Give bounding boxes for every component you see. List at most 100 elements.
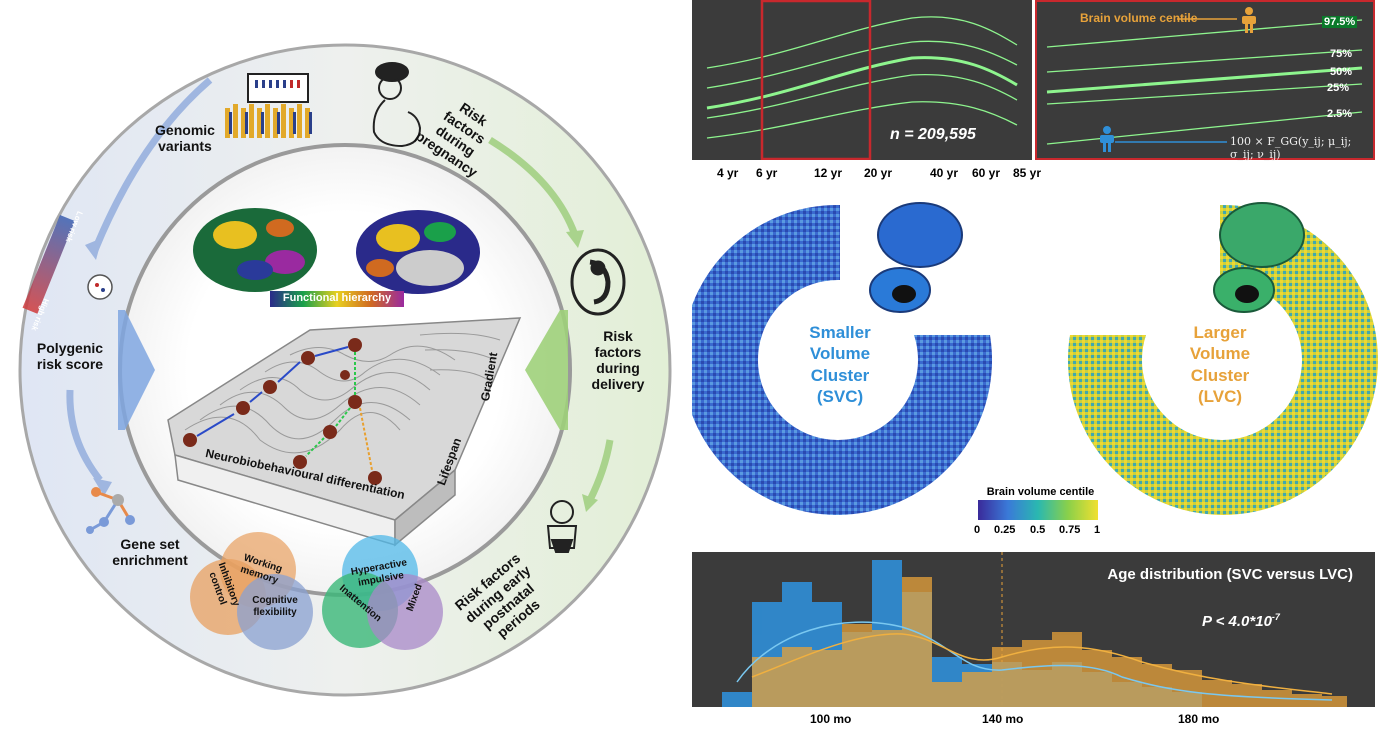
growth-curve-75 [706,40,1018,89]
centile-2: 2.5% [1327,108,1353,120]
p-value-exponent: -7 [1271,612,1280,622]
label-functional-hierarchy: Functional hierarchy [282,292,392,304]
venn-cognitive [190,532,313,650]
svc-brain-medial-core [892,285,916,303]
lvc-bar-17 [1232,684,1262,707]
lvc-bar-4 [842,624,872,707]
lvc-label-line2: Volume [1189,344,1251,364]
colorbar-ticks: 0 0.25 0.5 0.75 1 [972,524,1112,540]
lvc-bar-1 [752,657,782,707]
age-histogram-svg [722,552,1347,707]
lvc-bar-9 [992,647,1022,707]
prs-dot-icon [87,274,113,300]
growth-curve-97 [706,16,1018,69]
lvc-label-line4: (LVC) [1197,386,1243,406]
heatmaps-svg [682,202,1378,520]
arrow-head-4 [582,494,598,512]
colorbar-tick-075: 0.75 [1059,524,1081,536]
svc-label: Smaller Volume Cluster (SVC) [792,322,888,407]
arrow-head-2 [93,478,112,496]
risk-gradient-bar [22,215,75,314]
label-gene-set-enrichment: Gene set enrichment [112,536,188,569]
growth-axis-ticks: 4 yr 6 yr 12 yr 20 yr 40 yr 60 yr 85 yr [692,162,1042,182]
growth-chart-panel: n = 209,595 [692,0,1032,161]
person-blue-icon [1100,126,1114,152]
right-chevron [525,310,568,430]
left-diagram-svg [18,43,672,697]
tick-40yr: 40 yr [930,166,959,180]
age-distribution-title: Age distribution (SVC versus LVC) [1107,566,1353,583]
arrow-head-1 [85,238,102,260]
epigenetic-landscape [167,317,522,547]
lvc-brain-lateral [1219,202,1305,268]
colorbar-title: Brain volume centile [986,486,1095,498]
svc-bar-1 [722,692,752,707]
arrow-delivery-to-postnatal [586,439,614,502]
centile-line-2 [1046,111,1363,145]
svc-brain-lateral [877,202,963,268]
genomic-variants-icon [225,73,312,138]
growth-curve-2 [706,101,1018,139]
lvc-bar-7 [932,682,962,707]
person-orange-icon [1242,7,1256,33]
svc-label-line3: Cluster [810,365,870,385]
tick-20yr: 20 yr [864,166,893,180]
svc-density-curve [736,621,1333,701]
age-axis-ticks: 100 mo 140 mo 180 mo [692,710,1375,728]
left-chevron [118,310,155,430]
centile-50: 50% [1330,66,1353,78]
gene-network-icon [86,487,135,534]
baby-icon [546,500,578,553]
colorbar [978,500,1098,520]
centile-75: 75% [1330,48,1353,60]
p-value: P < 4.0*10-7 [1202,612,1280,630]
svc-heatmap-ring [682,204,993,515]
lvc-bar-6 [902,577,932,707]
colorbar-tick-0: 0 [974,524,981,536]
tick-12yr: 12 yr [814,166,843,180]
arrow-head-3 [566,230,584,248]
colorbar-tick-025: 0.25 [994,524,1016,536]
arrow-preg-to-delivery [488,137,579,237]
centile-25: 25% [1327,82,1350,94]
pregnancy-icon [372,62,422,148]
venn-adhd [322,535,443,650]
lvc-bar-13 [1112,657,1142,707]
lvc-bar-19 [1292,694,1322,707]
left-diagram: Genomic variants Polygenic risk score Ge… [0,0,690,728]
growth-curve-25 [706,73,1018,119]
svc-label-line1: Smaller [809,323,871,342]
growth-curve-50 [706,56,1018,110]
cortical-map-medial [356,210,480,294]
centile-97: 97.5% [1322,16,1358,28]
sample-size-label: n = 209,595 [890,126,976,143]
colorbar-tick-1: 1 [1094,524,1101,536]
svc-label-line4: (SVC) [816,386,864,406]
lvc-heatmap-ring [1067,204,1378,515]
lvc-bar-11 [1052,632,1082,707]
tick-60yr: 60 yr [972,166,1001,180]
centile-lines-svg [1046,7,1363,152]
tick-100mo: 100 mo [810,712,852,726]
centile-line-97 [1046,19,1363,48]
age-distribution-panel: Age distribution (SVC versus LVC) P < 4.… [692,552,1375,707]
lvc-label: Larger Volume Cluster (LVC) [1172,322,1268,407]
centile-line-75 [1046,49,1363,73]
tick-180mo: 180 mo [1178,712,1220,726]
lvc-label-line1: Larger [1193,323,1247,342]
lvc-density-curve [751,633,1333,695]
lvc-bar-2 [782,647,812,707]
fetus-icon [570,248,626,316]
centile-panel: Brain volume centile 97.5% 75% 50% 25% 2… [1035,0,1375,161]
lvc-bar-5 [872,630,902,707]
highlight-age-window [760,0,872,161]
centile-line-25 [1046,83,1363,105]
tick-140mo: 140 mo [982,712,1024,726]
lvc-bar-3 [812,650,842,707]
lvc-bar-15 [1172,670,1202,707]
lvc-label-line3: Cluster [1190,365,1250,385]
tick-85yr: 85 yr [1013,166,1042,180]
centile-line-50 [1046,66,1363,94]
cortical-map-lateral [193,208,317,292]
prs-dot-blue [101,288,105,292]
